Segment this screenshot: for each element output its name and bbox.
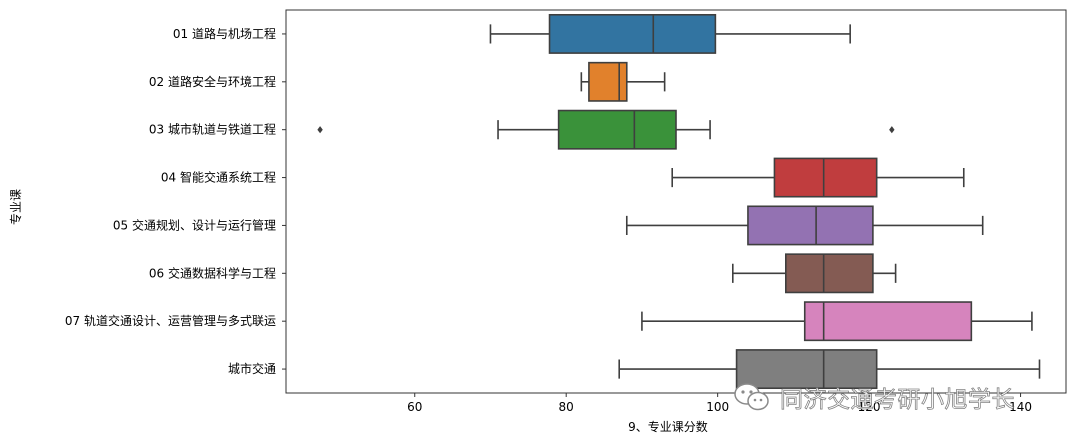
y-tick-label: 07 轨道交通设计、运营管理与多式联运 xyxy=(65,313,276,328)
x-tick-label: 60 xyxy=(407,400,422,414)
box xyxy=(735,349,878,390)
box xyxy=(557,109,677,150)
x-axis: 60 80 100 120 140 xyxy=(407,393,1032,414)
y-axis-label: 专业课 xyxy=(8,189,23,225)
x-axis-label: 9、专业课分数 xyxy=(628,419,708,434)
box xyxy=(548,13,717,54)
y-tick-label: 02 道路安全与环境工程 xyxy=(149,74,276,89)
x-tick-label: 140 xyxy=(1009,400,1032,414)
y-tick-label: 05 交通规划、设计与运行管理 xyxy=(113,217,276,232)
box xyxy=(803,301,973,342)
box-group xyxy=(671,157,965,198)
y-tick-label: 03 城市轨道与铁道工程 xyxy=(149,122,276,137)
plot-frame xyxy=(285,9,1067,394)
box-group xyxy=(641,301,1033,342)
box xyxy=(747,205,874,246)
x-tick-label: 120 xyxy=(858,400,881,414)
box-group xyxy=(580,61,666,102)
y-axis: 01 道路与机场工程 02 道路安全与环境工程 03 城市轨道与铁道工程 04 智能交… xyxy=(65,26,286,376)
box-group xyxy=(731,253,897,294)
box xyxy=(785,253,874,294)
box xyxy=(588,61,628,102)
y-tick-label: 城市交通 xyxy=(228,361,276,376)
x-tick-label: 80 xyxy=(559,400,574,414)
box-group xyxy=(625,205,984,246)
box-group xyxy=(489,13,851,54)
box-group xyxy=(618,349,1041,390)
x-tick-label: 100 xyxy=(706,400,729,414)
y-tick-label: 04 智能交通系统工程 xyxy=(161,170,276,185)
y-tick-label: 01 道路与机场工程 xyxy=(173,26,276,41)
y-tick-label: 06 交通数据科学与工程 xyxy=(149,265,276,280)
outlier-point xyxy=(889,126,895,134)
outlier-point xyxy=(317,126,323,134)
box-group xyxy=(317,109,895,150)
box xyxy=(773,157,878,198)
boxes-layer xyxy=(317,13,1041,390)
